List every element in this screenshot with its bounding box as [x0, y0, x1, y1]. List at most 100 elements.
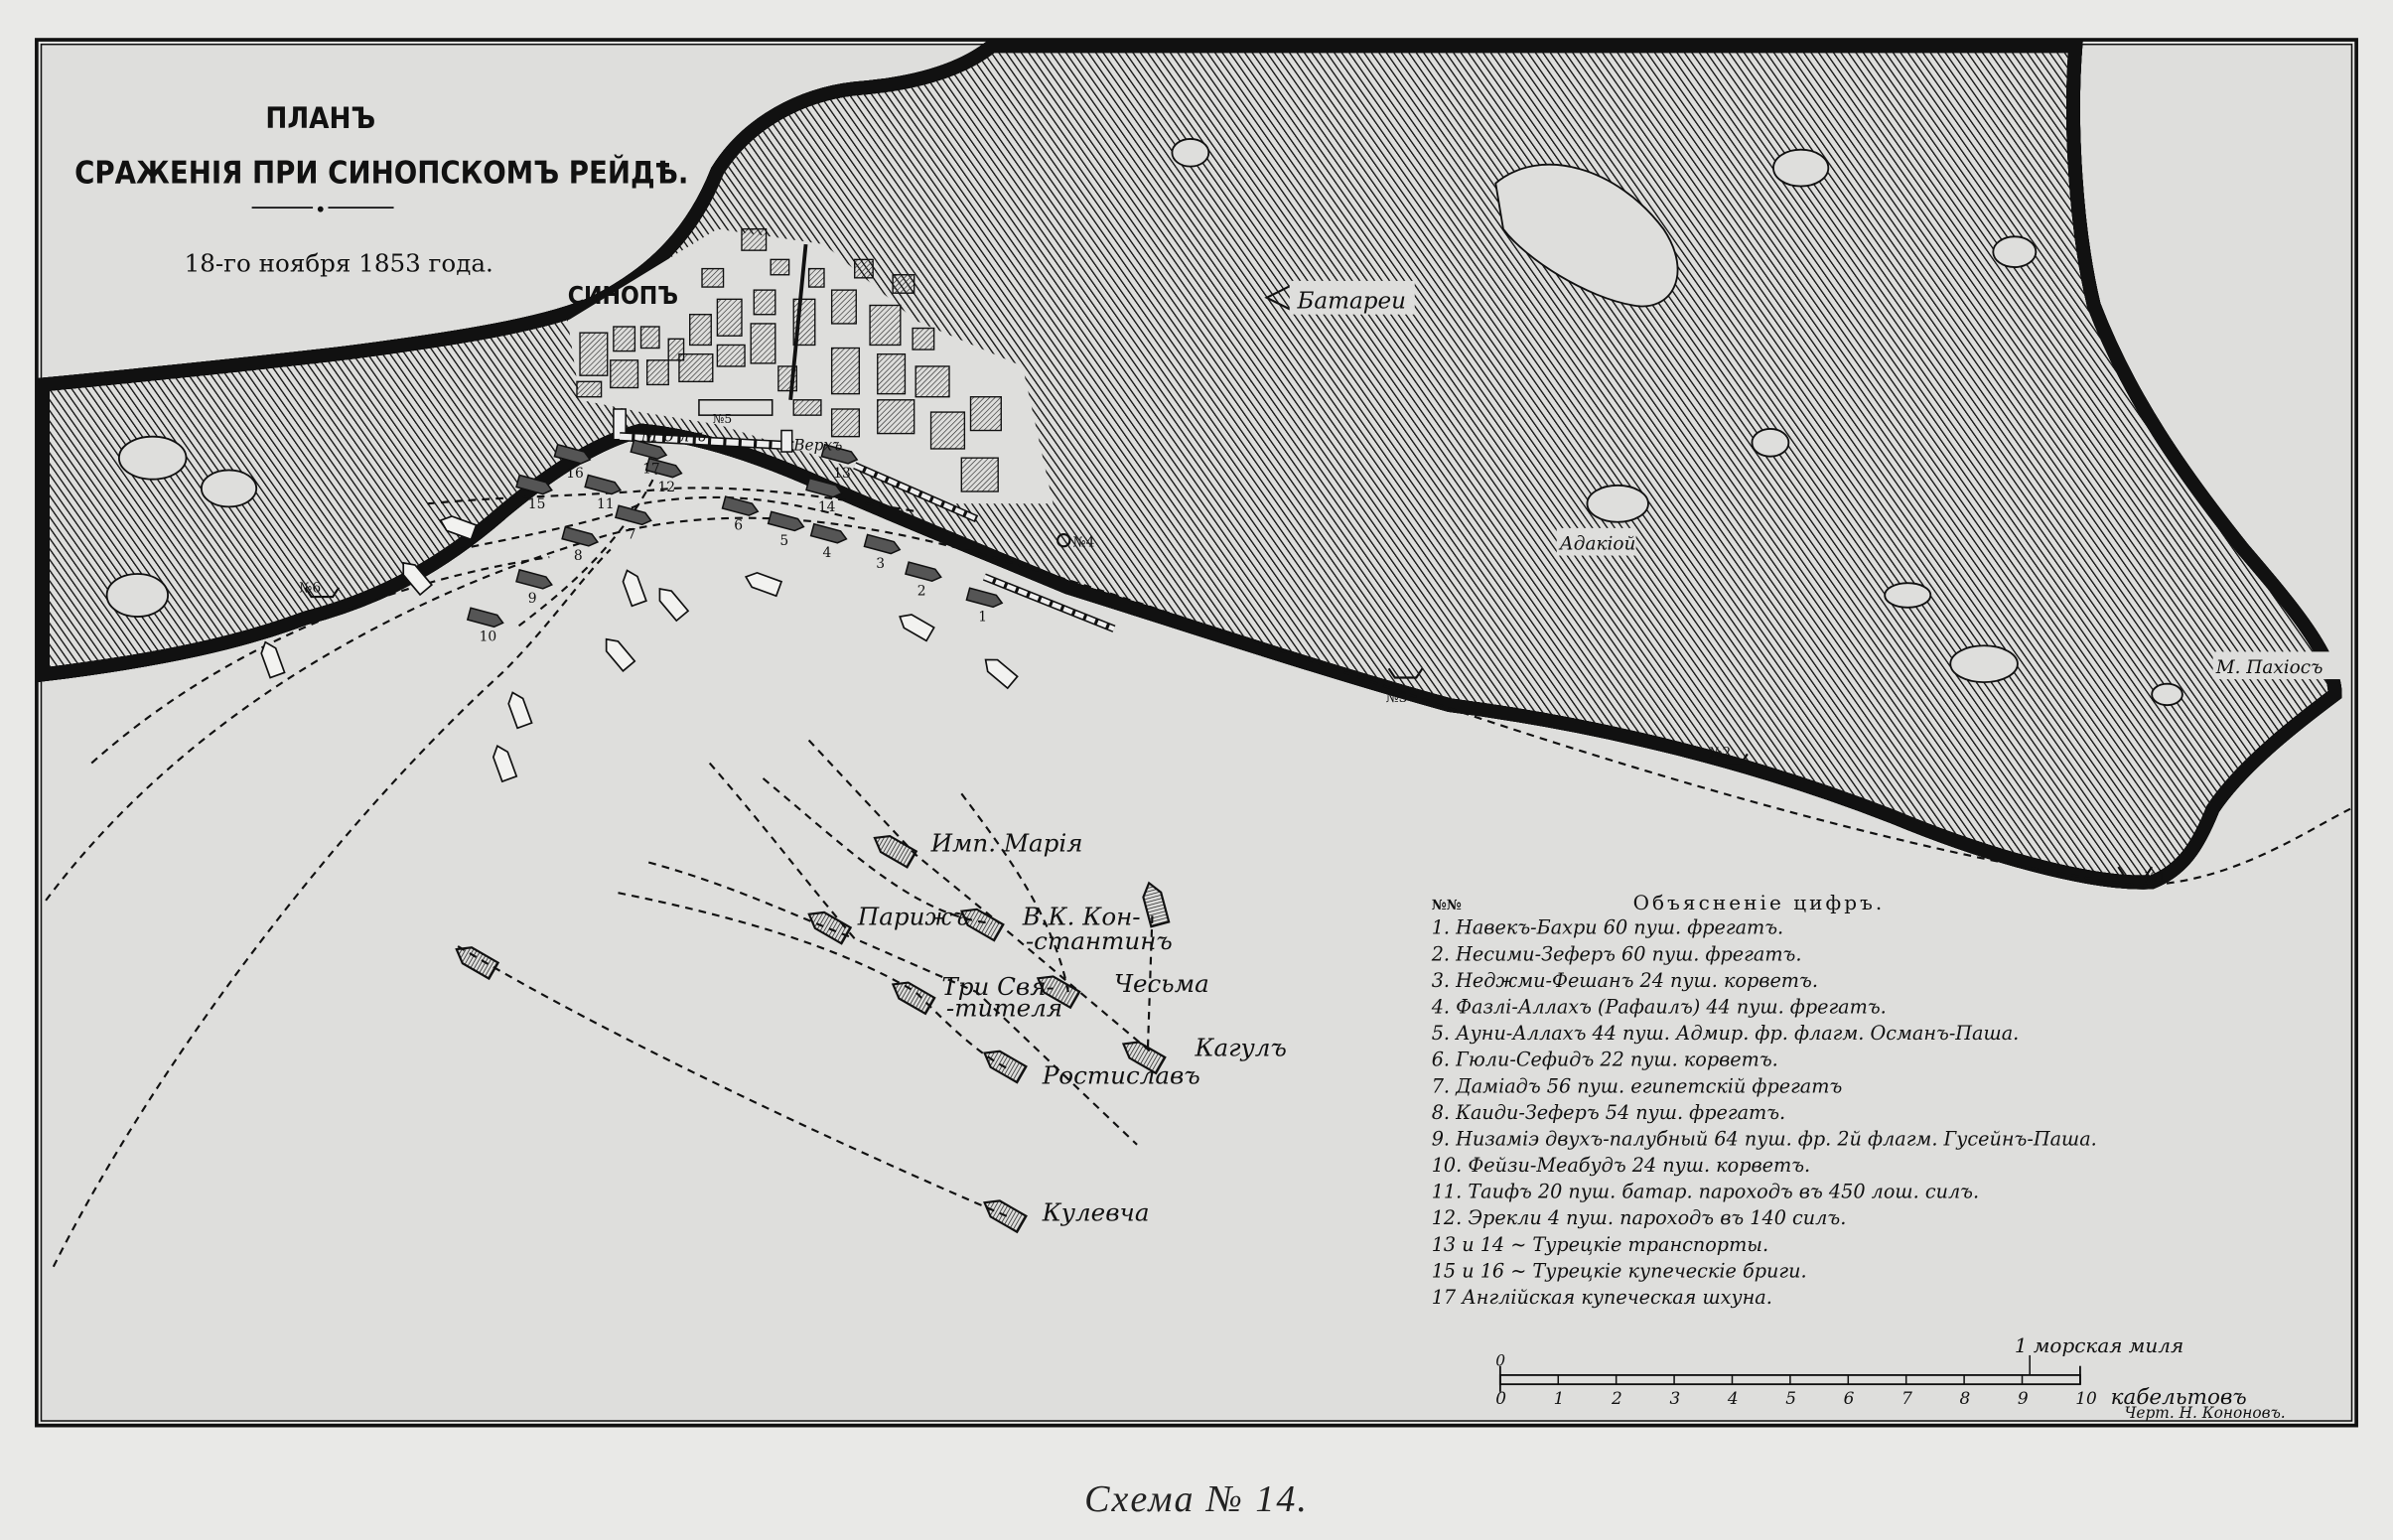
label-battery-3: №3: [1386, 690, 1408, 706]
legend-item: 8. Каиди-Зеферъ 54 пуш. фрегатъ.: [1432, 1101, 1785, 1124]
legend-item: 4. Фазлі-Аллахъ (Рафаилъ) 44 пуш. фрегат…: [1431, 995, 1887, 1018]
label-mole: М о л ъ: [640, 425, 707, 445]
russian-ship-icon: [455, 946, 500, 981]
turkish-ship-number: 17: [642, 462, 660, 478]
town-blocks: [576, 227, 1002, 492]
label-battery-6: №6: [299, 580, 321, 596]
legend-item: 15 и 16 ~ Турецкіе купеческіе бриги.: [1432, 1259, 1807, 1282]
turkish-ship-outline-icon: [507, 691, 533, 730]
legend-item: 7. Даміадъ 56 пуш. египетскій фрегатъ: [1432, 1074, 1843, 1097]
label-cape: М. Пахіосъ: [2215, 657, 2323, 678]
legend-item: 17 Англійская купеческая шхуна.: [1432, 1286, 1772, 1309]
turkish-ship-icon: [820, 443, 859, 465]
title-date: 18-го ноября 1853 года.: [185, 249, 493, 278]
legend-item: 6. Гюли-Сефидъ 22 пуш. корветъ.: [1432, 1049, 1778, 1071]
label-upper: Верхъ: [792, 437, 842, 455]
town-block: [741, 227, 768, 251]
turkish-ship-outline-icon: [439, 515, 478, 541]
turkish-ship-icon: [644, 457, 683, 479]
turkish-ship-icon: [630, 439, 668, 461]
turkish-ship-number: 5: [779, 533, 788, 549]
ship-label-rostislav: Ростиславъ: [1042, 1060, 1200, 1089]
cape-label-box: [2212, 651, 2343, 680]
ship-label-tri-sviatitelia-1: Три Свя-: [941, 972, 1054, 1001]
russian-ship-icon: [983, 1199, 1028, 1234]
figure-caption: Схема № 14.: [1084, 1478, 1309, 1520]
town-block: [689, 314, 712, 347]
title-divider: [251, 206, 394, 212]
title-line-1: ПЛАНЪ: [265, 101, 375, 135]
town-block: [716, 344, 746, 367]
turkish-ship-icon: [965, 587, 1004, 609]
turkish-ship-number: 16: [566, 466, 584, 482]
turkish-ship-icon: [561, 525, 600, 547]
turkish-ship-icon: [515, 568, 553, 590]
legend-number-header: №№: [1432, 898, 1462, 913]
town-block: [753, 289, 776, 316]
scale-tick-label: 5: [1785, 1388, 1796, 1408]
turkish-ship-icon: [805, 477, 843, 498]
turkish-ship-number: 11: [597, 496, 615, 512]
legend-item: 13 и 14 ~ Турецкіе транспорты.: [1432, 1233, 1768, 1256]
turkish-ship-icon: [614, 504, 652, 526]
town-block: [792, 399, 822, 416]
turkish-ship-icon: [584, 474, 623, 495]
town-block: [770, 258, 790, 276]
turkish-ship-outline-icon: [658, 588, 690, 623]
russian-ship-icon: [873, 834, 918, 869]
town-block: [830, 408, 861, 438]
turkish-ship-number: 1: [978, 610, 987, 626]
scale-unit: кабельтовъ: [2111, 1385, 2247, 1410]
russian-ship-icon: [1121, 1041, 1167, 1075]
town-block: [892, 274, 915, 294]
town-block: [613, 326, 636, 352]
ship-label-konstantin-2: -стантинъ: [1026, 926, 1173, 955]
town-block: [915, 365, 950, 398]
turkish-ship-number: 10: [480, 630, 497, 645]
turkish-ship-outline-icon: [744, 571, 783, 598]
scale-tick-label: 8: [1959, 1388, 1970, 1408]
town-block: [877, 399, 915, 435]
legend-item: 12. Эрекли 4 пуш. пароходъ въ 140 силъ.: [1432, 1206, 1847, 1229]
town-street: [788, 243, 808, 400]
scale-top-zero: 0: [1495, 1352, 1505, 1370]
ship-label-kagul: Кагулъ: [1194, 1034, 1286, 1062]
town-block: [830, 289, 857, 325]
scale-tick-label: 2: [1611, 1388, 1622, 1408]
russian-ship-icon: [1142, 881, 1171, 928]
turkish-ship-icon: [721, 495, 760, 516]
legend-title: Объясненіе цифръ.: [1633, 891, 1886, 914]
label-battery-4: №4: [1073, 534, 1095, 550]
turkish-ship-icon: [809, 522, 848, 544]
legend-items: 1. Навекъ-Бахри 60 пуш. фрегатъ.2. Несим…: [1431, 916, 2097, 1309]
turkish-ship-number: 7: [628, 527, 636, 543]
town-block: [854, 258, 874, 279]
town-block: [869, 304, 902, 347]
ship-label-kulevcha: Кулевча: [1042, 1198, 1150, 1227]
turkish-ship-outline-icon: [492, 745, 518, 783]
battery-label-box: Батареи: [1289, 280, 1415, 315]
russian-ship-icon: [807, 910, 853, 945]
town-block: [716, 298, 743, 337]
village-label-box: [1556, 527, 1636, 556]
turkish-ship-outline-icon: [260, 640, 286, 679]
scale-tick-label: 10: [2075, 1388, 2097, 1408]
hill-summits: [105, 138, 2183, 707]
scale-tick-label: 6: [1844, 1388, 1855, 1408]
label-battery-2: №2: [1709, 745, 1731, 761]
russian-ship-labels: Имп. Марія Парижъ В.К. Кон- -стантинъ Тр…: [857, 829, 1287, 1227]
turkish-ship-number: 6: [734, 517, 743, 533]
town-block: [969, 396, 1002, 432]
town-block: [579, 332, 609, 376]
map-author: Черт. Н. Кононовъ.: [2124, 1404, 2285, 1422]
town-block: [645, 359, 669, 386]
legend-item: 9. Низамiэ двухъ-палубный 64 пуш. фр. 2й…: [1432, 1127, 2097, 1150]
turkish-ship-icon: [863, 533, 902, 555]
label-battery-5: №5: [713, 412, 732, 426]
turkish-ship-outline-icon: [622, 569, 647, 608]
turkish-ship-icon: [905, 561, 942, 582]
scale-mile-label: 1 морская миля: [2015, 1333, 2183, 1357]
turkish-ship-number: 4: [822, 545, 831, 561]
